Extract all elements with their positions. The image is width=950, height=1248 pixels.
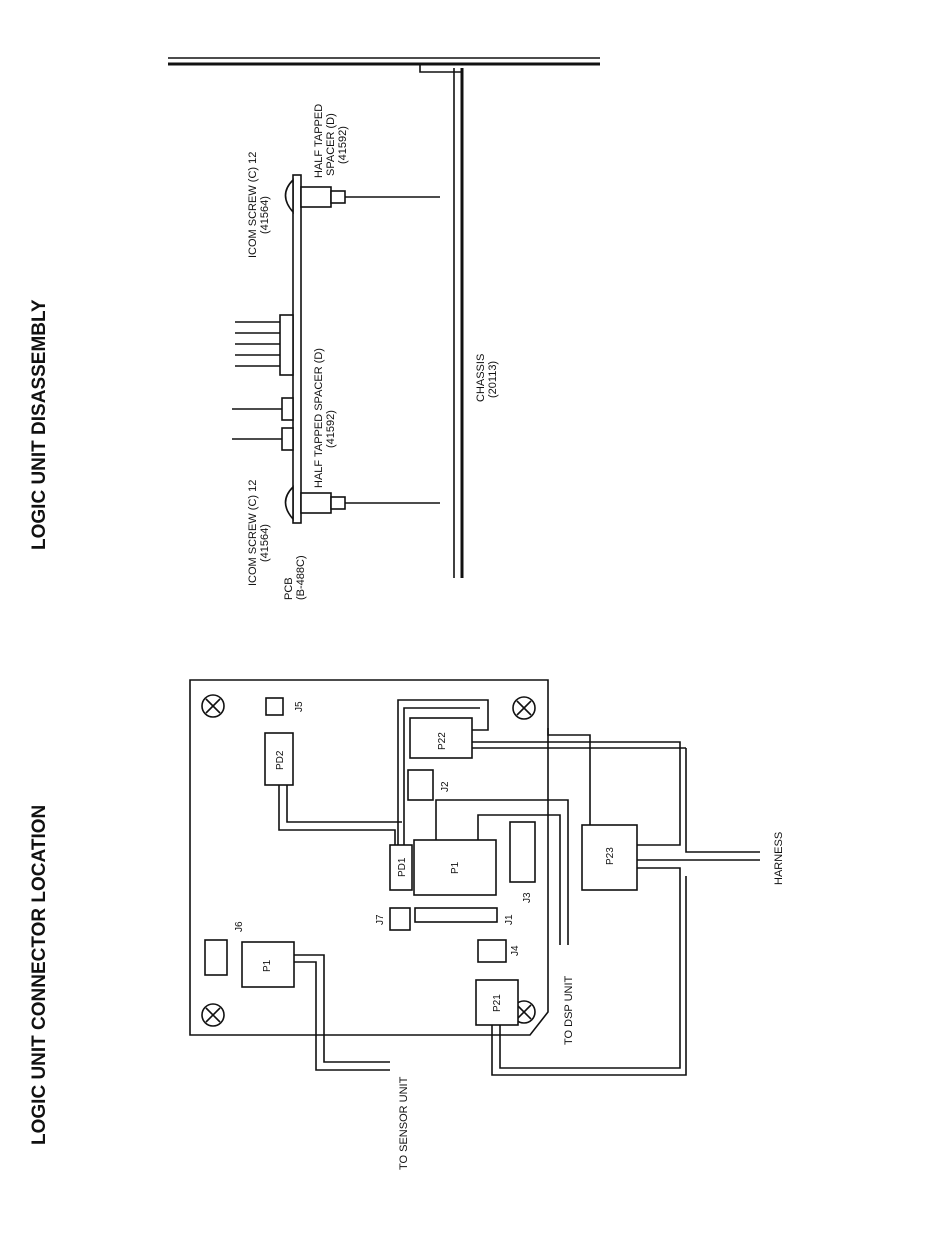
j5-connector <box>266 698 283 715</box>
spacer-right <box>301 187 331 207</box>
label-to-dsp-unit: TO DSP UNIT <box>563 975 575 1045</box>
svg-text:(41564): (41564) <box>259 524 271 562</box>
svg-text:(41592): (41592) <box>325 410 337 448</box>
svg-text:ICOM SCREW (C) 12: ICOM SCREW (C) 12 <box>247 152 259 258</box>
label-to-sensor-unit: TO SENSOR UNIT <box>398 1076 410 1170</box>
j3-label: J3 <box>522 892 533 903</box>
svg-text:ICOM SCREW (C) 12: ICOM SCREW (C) 12 <box>247 480 259 586</box>
svg-text:CHASSIS: CHASSIS <box>475 354 487 402</box>
pin-header-lower <box>282 428 293 450</box>
title-connector-location: LOGIC UNIT CONNECTOR LOCATION <box>29 805 50 1145</box>
j4-connector <box>478 940 506 962</box>
j2-label: J2 <box>440 781 451 792</box>
label-harness: HARNESS <box>773 832 785 885</box>
label-pcb: PCB (B-488C) <box>283 555 307 600</box>
p1-main-label: P1 <box>450 861 461 874</box>
p23-label: P23 <box>605 847 616 865</box>
pd2-label: PD2 <box>275 750 286 770</box>
p22-label: P22 <box>437 732 448 750</box>
label-screw-right: ICOM SCREW (C) 12 (41564) <box>247 152 271 258</box>
title-disassembly: LOGIC UNIT DISASSEMBLY <box>29 299 50 550</box>
label-spacer-right: HALF TAPPED SPACER (D) (41592) <box>313 104 349 178</box>
svg-text:(B-488C): (B-488C) <box>295 555 307 600</box>
disassembly-drawing: ICOM SCREW (C) 12 (41564) HALF TAPPED SP… <box>168 58 600 600</box>
j5-label: J5 <box>294 701 305 712</box>
svg-text:SPACER (D): SPACER (D) <box>325 113 337 176</box>
pcb-board <box>293 175 301 523</box>
svg-text:PCB: PCB <box>283 577 295 600</box>
j3-connector <box>510 822 535 882</box>
spacer-left <box>301 493 331 513</box>
label-spacer-left: HALF TAPPED SPACER (D) (41592) <box>313 348 337 488</box>
screw-head-right <box>286 180 294 212</box>
j4-label: J4 <box>510 945 521 956</box>
svg-text:(41592): (41592) <box>337 126 349 164</box>
svg-text:(41564): (41564) <box>259 196 271 234</box>
pin-header-upper <box>280 315 293 375</box>
svg-text:HALF TAPPED: HALF TAPPED <box>313 104 325 178</box>
j6-label: J6 <box>234 921 245 932</box>
p1-sensor-label: P1 <box>262 959 273 972</box>
pin-header-lower <box>282 398 293 420</box>
j6-connector <box>205 940 227 975</box>
label-screw-left: ICOM SCREW (C) 12 (41564) <box>247 480 271 586</box>
spacer-thread-right <box>331 191 345 203</box>
pd1-label: PD1 <box>397 857 408 877</box>
j2-connector <box>408 770 433 800</box>
label-chassis: CHASSIS (20113) <box>475 354 499 402</box>
screw-head-left <box>286 487 294 519</box>
j7-connector <box>390 908 410 930</box>
svg-text:HALF TAPPED SPACER (D): HALF TAPPED SPACER (D) <box>313 348 325 488</box>
j7-label: J7 <box>375 914 386 925</box>
j1-label: J1 <box>504 914 515 925</box>
spacer-thread-left <box>331 497 345 509</box>
j1-connector <box>415 908 497 922</box>
p21-label: P21 <box>492 994 503 1012</box>
svg-text:(20113): (20113) <box>487 361 499 398</box>
connector-board: J5 P22 PD2 J2 PD1 P1 J3 J7 J1 J4 J6 <box>190 680 785 1170</box>
